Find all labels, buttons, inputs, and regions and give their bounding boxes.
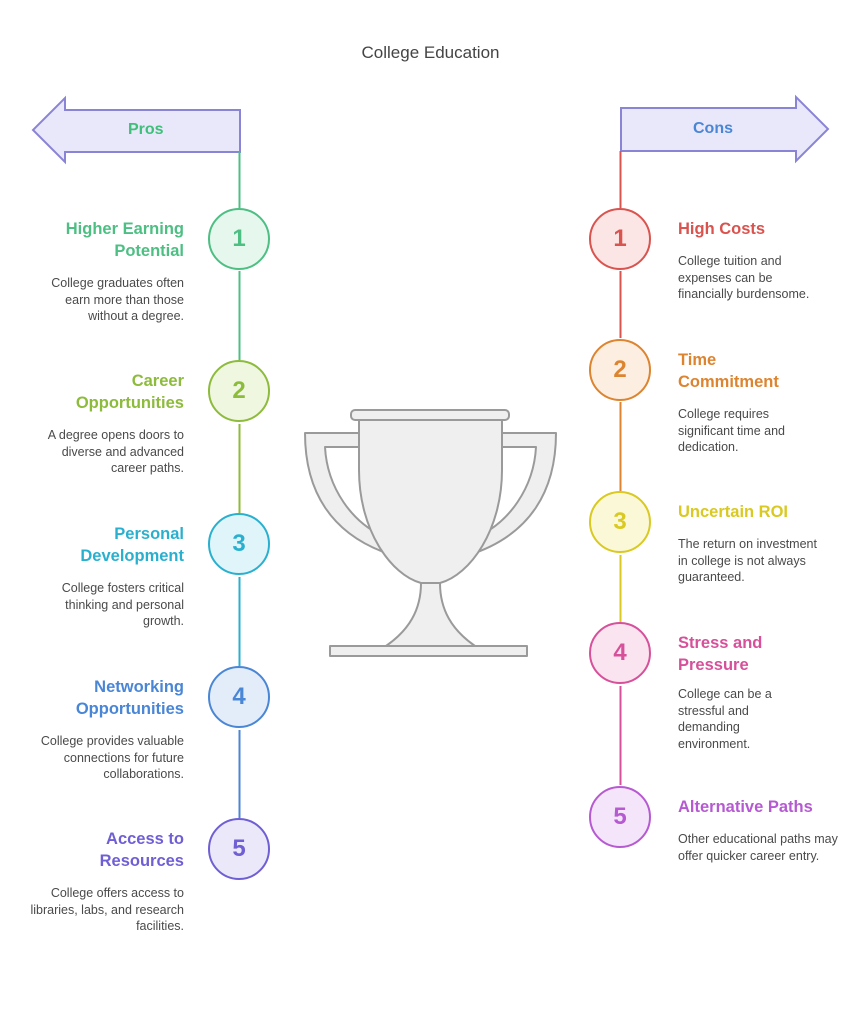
pros-description: College fosters critical thinking and pe… xyxy=(61,581,184,628)
cons-number-badge: 5 xyxy=(589,786,651,848)
cons-description: College requires significant time and de… xyxy=(678,407,786,454)
pros-number-badge: 5 xyxy=(208,818,270,880)
pros-description: College offers access to libraries, labs… xyxy=(30,886,184,933)
cons-heading: Uncertain ROI xyxy=(678,503,789,521)
cons-description: College can be a stressful and demanding… xyxy=(678,687,772,751)
cons-number-badge: 1 xyxy=(589,208,651,270)
pros-heading: Personal Development xyxy=(80,525,184,565)
pros-description: College graduates often earn more than t… xyxy=(51,276,184,323)
pros-heading: Access to Resources xyxy=(99,830,184,870)
pros-description: A degree opens doors to diverse and adva… xyxy=(47,428,184,475)
cons-heading: High Costs xyxy=(678,220,766,238)
cons-number-badge: 2 xyxy=(589,339,651,401)
pros-number-badge: 1 xyxy=(208,208,270,270)
cons-number-badge: 4 xyxy=(589,622,651,684)
cons-heading: Time Commitment xyxy=(678,351,779,391)
pros-banner-arrow xyxy=(31,95,241,165)
pros-number-badge: 3 xyxy=(208,513,270,575)
cons-description: The return on investment in college is n… xyxy=(678,537,817,584)
pros-number-badge: 4 xyxy=(208,666,270,728)
cons-banner-arrow xyxy=(620,94,830,164)
pros-label: Pros xyxy=(128,121,164,138)
pros-heading: Higher Earning Potential xyxy=(65,220,184,260)
trophy-icon xyxy=(304,409,557,657)
cons-description: College tuition and expenses can be fina… xyxy=(678,254,810,301)
pros-heading: Career Opportunities xyxy=(75,372,184,412)
pros-heading: Networking Opportunities xyxy=(75,678,184,718)
cons-heading: Alternative Paths xyxy=(678,798,813,816)
cons-label: Cons xyxy=(693,120,733,137)
diagram-title: College Education xyxy=(361,43,500,62)
cons-heading: Stress and Pressure xyxy=(678,634,763,674)
pros-number-badge: 2 xyxy=(208,360,270,422)
cons-description: Other educational paths may offer quicke… xyxy=(678,832,838,863)
cons-number-badge: 3 xyxy=(589,491,651,553)
pros-description: College provides valuable connections fo… xyxy=(40,734,184,781)
